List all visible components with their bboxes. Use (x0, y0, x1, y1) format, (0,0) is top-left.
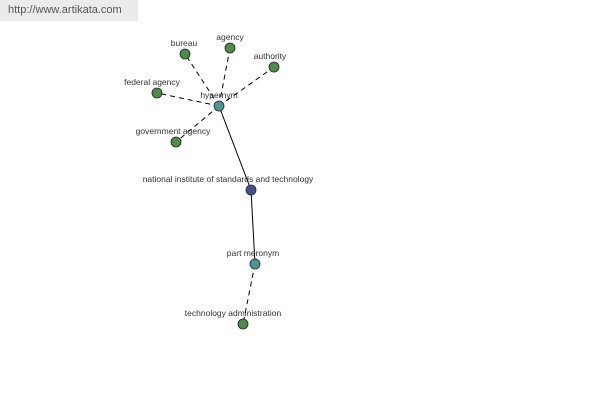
edge-nist-to-part-meronym (250, 189, 256, 265)
node-hypernym[interactable] (213, 100, 225, 112)
edge-hypernym-to-bureau (184, 53, 220, 107)
edge-hypernym-to-authority (218, 66, 275, 107)
node-part-meronym[interactable] (249, 258, 261, 270)
node-federal-agency[interactable] (151, 87, 163, 99)
label-federal-agency[interactable]: federal agency (124, 77, 181, 87)
node-bureau[interactable] (179, 48, 191, 60)
label-layer: bureau agency authority federal agency hyper… (124, 32, 314, 318)
site-link[interactable]: http://www.artikata.com (0, 0, 138, 21)
node-layer (151, 42, 280, 330)
label-nist[interactable]: national institute of standards and tech… (143, 174, 314, 184)
label-authority[interactable]: authority (254, 51, 287, 61)
label-agency[interactable]: agency (216, 32, 244, 42)
label-bureau[interactable]: bureau (171, 38, 198, 48)
edge-hypernym-to-federal-agency (156, 92, 220, 107)
label-technology-administration[interactable]: technology administration (185, 308, 282, 318)
node-agency[interactable] (224, 42, 236, 54)
edge-layer (156, 47, 275, 325)
label-part-meronym[interactable]: part meronym (227, 248, 279, 258)
edge-hypernym-to-government-agency (175, 105, 220, 143)
label-government-agency[interactable]: government agency (136, 126, 211, 136)
node-nist[interactable] (245, 184, 257, 196)
label-hypernym[interactable]: hypernym (200, 90, 237, 100)
edge-nist-to-hypernym (218, 105, 252, 191)
edge-part-meronym-to-technology-administration (242, 263, 256, 325)
node-technology-administration[interactable] (237, 318, 249, 330)
node-government-agency[interactable] (170, 136, 182, 148)
edge-hypernym-to-agency (218, 47, 231, 107)
node-authority[interactable] (268, 61, 280, 73)
